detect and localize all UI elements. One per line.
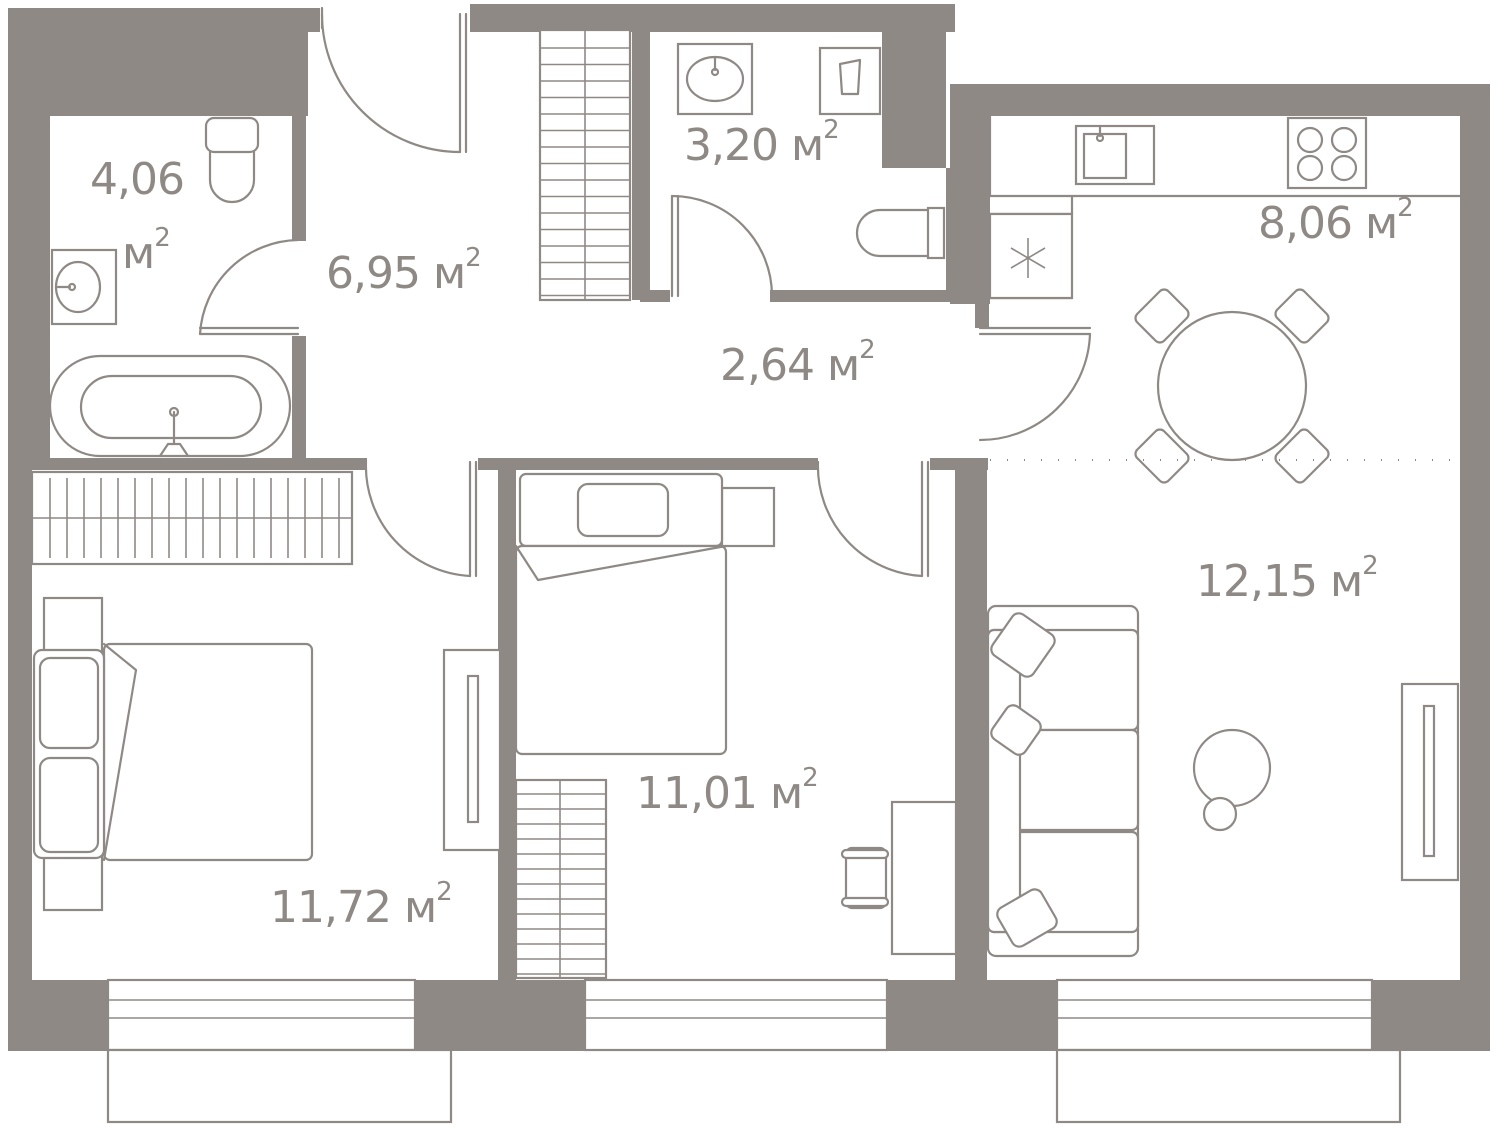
bed-icon: [32, 642, 314, 862]
door-icon: [198, 238, 300, 336]
area-label-bathroom-unit: м2: [122, 223, 170, 279]
area-label-bathroom: 4,06: [90, 154, 184, 205]
sofa-icon: [986, 604, 1140, 958]
armchair-icon: [840, 846, 890, 910]
wall-bottom-2: [415, 980, 585, 1051]
wall-wc-right: [882, 28, 946, 168]
area-labels: 4,06 м2 6,95 м2 3,20 м2 2,64 м2 8,06 м2 …: [90, 115, 1414, 933]
doors: [198, 6, 1092, 578]
window-icon: [583, 978, 889, 1052]
wall-wc-left: [632, 28, 650, 300]
wall-bath-right-bottom: [292, 336, 306, 466]
walls: [8, 4, 1490, 1051]
dining-table-icon: [1134, 288, 1330, 484]
door-icon: [670, 194, 774, 298]
stove-icon: [1286, 116, 1368, 190]
wall-hall-bedroom2: [478, 458, 818, 470]
bathtub-icon: [48, 354, 292, 458]
area-label-kitchen: 8,06 м2: [1258, 193, 1413, 249]
door-icon: [320, 6, 468, 154]
area-label-wc: 3,20 м2: [684, 115, 839, 171]
side-table-icon: [1192, 728, 1272, 832]
wall-top-mid: [470, 4, 955, 32]
wall-bath-right-top: [292, 116, 306, 241]
wardrobe-icon: [514, 778, 608, 980]
sink-icon: [1074, 124, 1156, 186]
water-heater-icon: [818, 46, 882, 116]
windows: [106, 978, 1402, 1124]
desk-icon: [890, 800, 958, 956]
toilet-icon: [855, 206, 946, 260]
wall-bath-bedroom: [32, 458, 367, 470]
area-label-hall: 6,95 м2: [326, 243, 481, 299]
wall-bedroom2-living: [955, 466, 987, 984]
wall-wc-bottom-left: [640, 290, 670, 302]
door-icon: [978, 326, 1092, 442]
wall-bottom-4: [1372, 980, 1490, 1051]
door-icon: [816, 460, 930, 578]
window-icon: [106, 978, 453, 1124]
wall-bedroom1-2: [498, 466, 516, 984]
wardrobe-icon: [538, 28, 632, 302]
area-label-bedroom-1: 11,72 м2: [270, 877, 452, 933]
wall-bottom-1: [8, 980, 108, 1051]
area-label-bedroom-2: 11,01 м2: [636, 763, 818, 819]
tv-stand-icon: [1400, 682, 1460, 882]
wall-bottom-3: [887, 980, 1057, 1051]
bed-icon: [514, 472, 776, 756]
tv-stand-icon: [442, 648, 502, 852]
door-icon: [364, 460, 478, 578]
wall-top-right: [955, 84, 1490, 116]
fridge-icon: [988, 212, 1074, 300]
area-label-corridor: 2,64 м2: [720, 335, 875, 391]
wall-wc-right-lower: [946, 168, 976, 298]
sink-icon: [676, 42, 754, 116]
wall-wc-bottom: [770, 290, 970, 302]
wall-right: [1460, 84, 1490, 1049]
wall-bath-top: [8, 32, 308, 116]
sink-icon: [50, 248, 118, 326]
window-icon: [1055, 978, 1402, 1124]
wall-corridor-stub: [975, 300, 989, 328]
wardrobe-icon: [30, 470, 354, 566]
toilet-icon: [204, 116, 260, 204]
area-label-living: 12,15 м2: [1196, 551, 1378, 607]
